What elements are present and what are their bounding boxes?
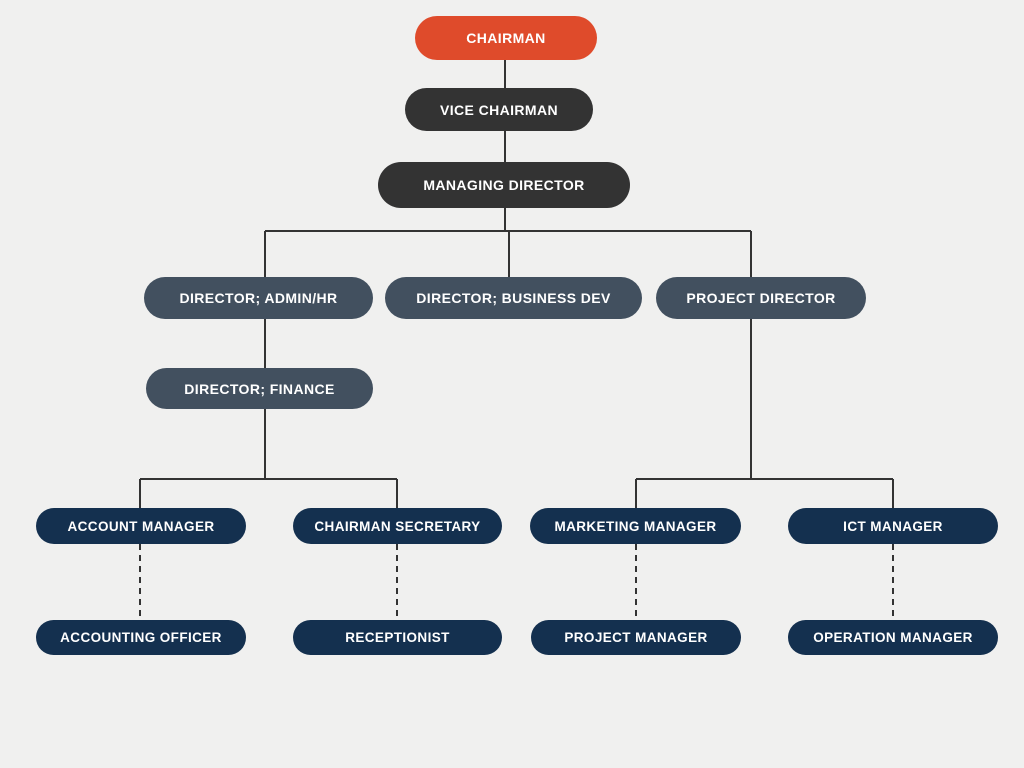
org-node-director-admin-hr: DIRECTOR; ADMIN/HR (144, 277, 373, 319)
org-node-accounting-officer: ACCOUNTING OFFICER (36, 620, 246, 655)
org-node-director-business-dev: DIRECTOR; BUSINESS DEV (385, 277, 642, 319)
org-node-vice-chairman: VICE CHAIRMAN (405, 88, 593, 131)
org-node-account-manager: ACCOUNT MANAGER (36, 508, 246, 544)
org-node-project-manager: PROJECT MANAGER (531, 620, 741, 655)
org-node-receptionist: RECEPTIONIST (293, 620, 502, 655)
org-node-ict-manager: ICT MANAGER (788, 508, 998, 544)
org-node-project-director: PROJECT DIRECTOR (656, 277, 866, 319)
org-node-chairman-secretary: CHAIRMAN SECRETARY (293, 508, 502, 544)
org-node-operation-manager: OPERATION MANAGER (788, 620, 998, 655)
org-node-director-finance: DIRECTOR; FINANCE (146, 368, 373, 409)
org-node-managing-director: MANAGING DIRECTOR (378, 162, 630, 208)
org-node-chairman: CHAIRMAN (415, 16, 597, 60)
org-node-marketing-manager: MARKETING MANAGER (530, 508, 741, 544)
dashed-connector-lines (139, 544, 894, 620)
